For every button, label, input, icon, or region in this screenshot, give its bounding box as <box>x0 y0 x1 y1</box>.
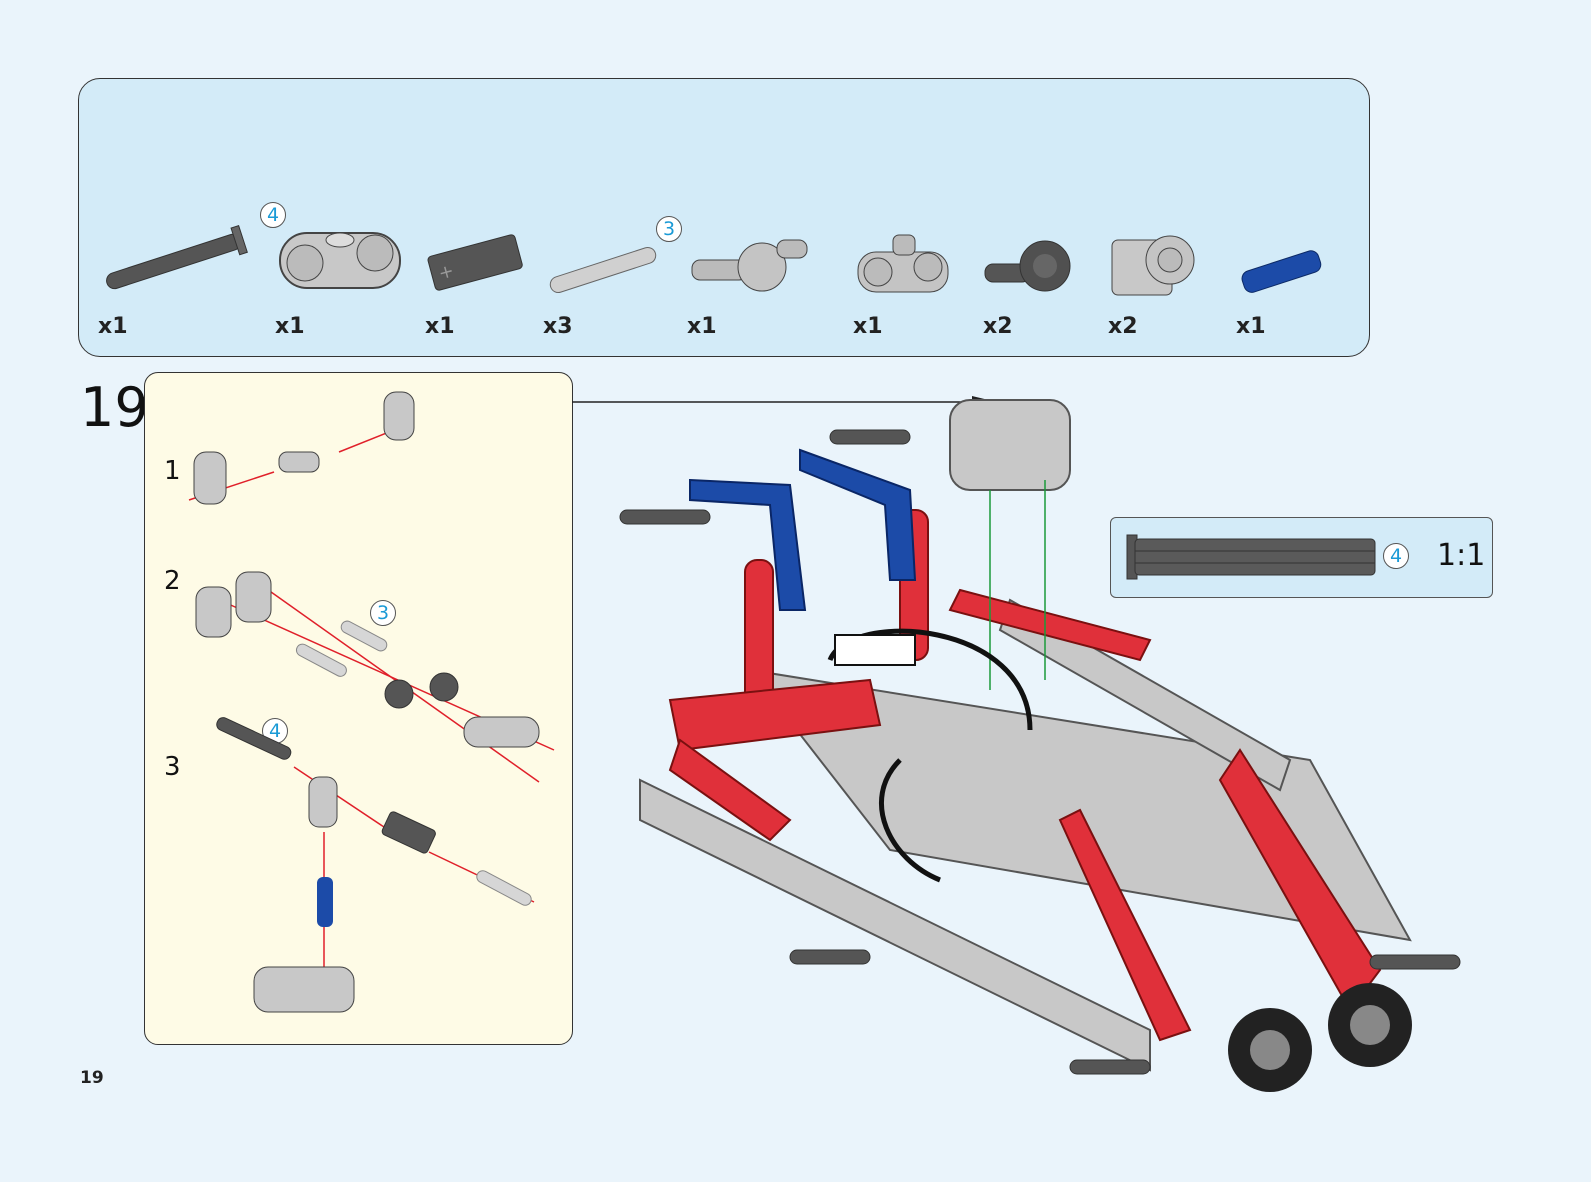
size-badge: 4 <box>260 202 286 228</box>
blue-pin-part-icon <box>1241 250 1322 293</box>
sub-step-number: 1 <box>164 456 181 486</box>
sub-step-number: 3 <box>164 752 181 782</box>
perpendicular-connector-part-icon <box>1111 235 1195 296</box>
axle-4-scale-icon <box>1126 534 1376 580</box>
parts-list-panel <box>78 78 1370 357</box>
scale-ratio: 1:1 <box>1437 538 1486 573</box>
page-number: 19 <box>80 1068 104 1088</box>
step-number: 19 <box>80 376 149 439</box>
part-count: x1 <box>687 314 717 339</box>
pin-connector-part-icon <box>691 239 808 292</box>
angle-pin-part-icon <box>984 240 1071 292</box>
size-badge: 3 <box>370 600 396 626</box>
part-count: x1 <box>98 314 128 339</box>
part-count: x3 <box>543 314 573 339</box>
main-model-illustration <box>619 399 1461 1092</box>
part-count: x1 <box>425 314 455 339</box>
svg-text:+: + <box>436 260 456 284</box>
part-count: x1 <box>1236 314 1266 339</box>
cross-connector-part-icon <box>279 232 401 289</box>
axle-connector-part-icon: + <box>427 234 523 291</box>
part-count: x2 <box>1108 314 1138 339</box>
cross-block-part-icon <box>857 234 949 293</box>
sub-step-number: 2 <box>164 566 181 596</box>
axle-4-part-icon <box>106 224 248 290</box>
size-badge: 4 <box>1383 543 1409 569</box>
axle-3-part-icon <box>549 246 657 294</box>
size-badge: 3 <box>656 216 682 242</box>
part-count: x2 <box>983 314 1013 339</box>
part-count: x1 <box>275 314 305 339</box>
part-count: x1 <box>853 314 883 339</box>
sub-assembly-illustration <box>188 391 555 1013</box>
